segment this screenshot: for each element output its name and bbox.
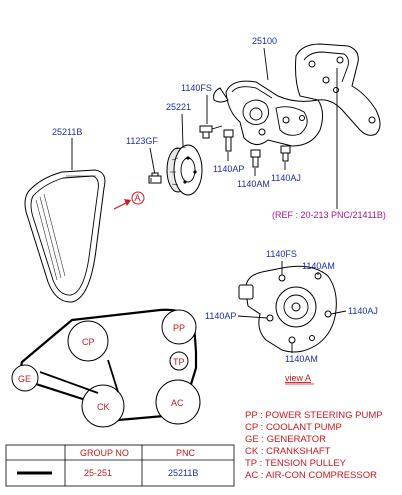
viewa-label-1140AM-top: 1140AM [302, 261, 335, 271]
viewa-label-1140AM-bottom: 1140AM [285, 354, 318, 364]
group-table: GROUP NO PNC 25-251 25211B [5, 444, 235, 487]
label-25211B: 25211B [52, 127, 82, 137]
view-a-marker: A [113, 191, 145, 210]
bolt-1140AP [223, 129, 234, 152]
pulley-ge-label: GE [18, 374, 31, 384]
table-cell-group: 25-251 [84, 468, 112, 478]
ref-label: (REF : 20-213 PNC/21411B) [272, 210, 386, 220]
label-1140AP: 1140AP [213, 164, 244, 174]
pulley-pp-label: PP [173, 323, 185, 333]
viewa-label-1140FS: 1140FS [266, 249, 297, 259]
viewa-label-1140AP: 1140AP [205, 311, 236, 321]
view-a-marker-label: A [135, 193, 141, 203]
table-cell-pnc: 25211B [168, 468, 198, 478]
drive-belt-drawing [24, 169, 106, 303]
pulley-cp-label: CP [82, 337, 95, 347]
legend-item: CK : CRANKSHAFT [245, 446, 331, 457]
bolt-1140AM [250, 149, 261, 168]
label-1140AM: 1140AM [237, 179, 270, 189]
label-1140FS: 1140FS [181, 83, 212, 93]
legend-item: CP : COOLANT PUMP [245, 422, 342, 433]
pulley-legend: PP : POWER STEERING PUMP CP : COOLANT PU… [245, 410, 383, 481]
legend-item: AC : AIR-CON COMPRESSOR [245, 470, 377, 481]
legend-item: TP : TENSION PULLEY [245, 458, 347, 469]
pulley-tp-label: TP [173, 357, 185, 367]
bolt-1140FS [199, 125, 223, 139]
pulley-ac-label: AC [171, 398, 184, 408]
pulley-ck-label: CK [97, 402, 110, 412]
legend-item: GE : GENERATOR [245, 434, 326, 445]
viewa-label-1140AJ: 1140AJ [348, 306, 378, 316]
pulley-25221 [166, 144, 203, 196]
legend-item: PP : POWER STEERING PUMP [245, 410, 383, 421]
label-1123GF: 1123GF [126, 136, 158, 146]
bolt-1123GF [148, 172, 162, 184]
view-a-caption: view A [285, 373, 311, 383]
label-25100: 25100 [252, 36, 277, 46]
label-1140AJ: 1140AJ [271, 173, 301, 183]
water-pump-25100 [213, 43, 381, 147]
label-25221: 25221 [166, 102, 191, 112]
table-header-pnc: PNC [176, 448, 196, 458]
view-a-pump-drawing [238, 265, 337, 353]
table-header-group: GROUP NO [80, 448, 129, 458]
bolt-1140AJ [280, 145, 291, 162]
belt-routing-diagram [11, 308, 201, 428]
